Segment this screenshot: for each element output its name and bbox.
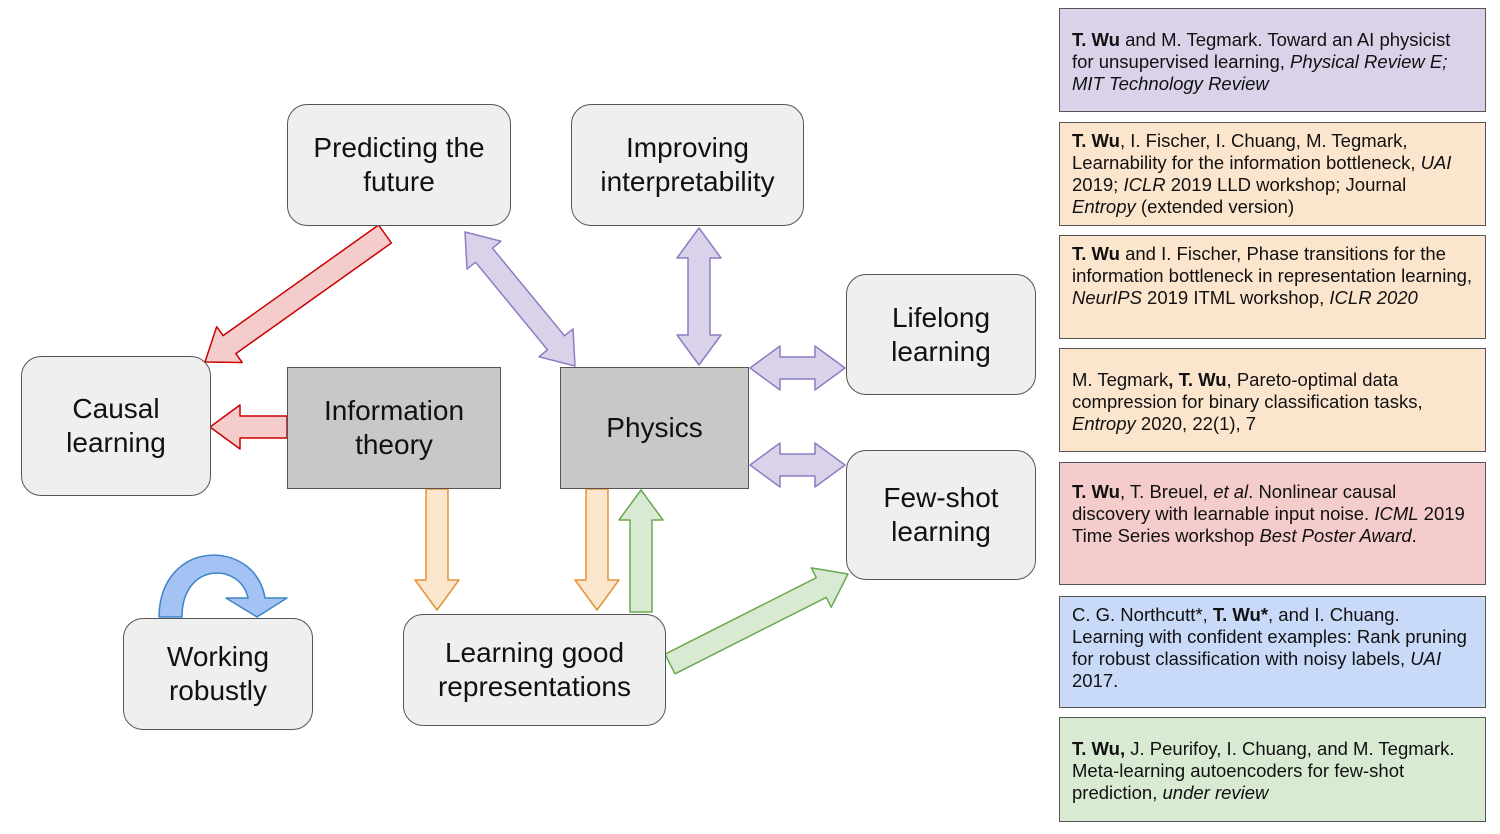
reference-text: 2019 Time Series workshop <box>1072 503 1465 546</box>
reference-text: , Pareto-optimal data compression for bi… <box>1072 369 1423 412</box>
node-physics[interactable]: Physics <box>560 367 749 489</box>
reference-text: T. Wu <box>1072 243 1120 264</box>
reference-confident-examples: C. G. Northcutt*, T. Wu*, and I. Chuang.… <box>1059 596 1486 708</box>
node-label-line: Causal <box>72 393 160 424</box>
reference-text: T. Wu <box>1072 29 1120 50</box>
node-label-line: learning <box>891 516 991 547</box>
arrow-interpretability-physics <box>676 227 722 366</box>
reference-text: Entropy <box>1072 196 1136 217</box>
node-label-line: learning <box>66 427 166 458</box>
arrow-physics-to-representations <box>574 488 620 611</box>
reference-text: 2017. <box>1072 670 1119 691</box>
node-learning-representations[interactable]: Learning good representations <box>403 614 666 726</box>
reference-text: T. Wu* <box>1212 604 1269 625</box>
reference-text: NeurIPS <box>1072 287 1142 308</box>
reference-text: C. G. Northcutt*, <box>1072 604 1213 625</box>
node-working-robustly[interactable]: Working robustly <box>123 618 313 730</box>
reference-text: , I. Fischer, I. Chuang, M. Tegmark, Lea… <box>1072 130 1421 173</box>
node-label: Lifelong learning <box>891 301 991 369</box>
reference-text: T. Wu <box>1072 130 1120 151</box>
node-few-shot-learning[interactable]: Few-shot learning <box>846 450 1036 580</box>
reference-text: UAI <box>1410 648 1442 669</box>
node-label: Information theory <box>324 394 464 462</box>
reference-text: et al <box>1213 481 1249 502</box>
reference-text: 2019; <box>1072 174 1124 195</box>
node-label-line: Physics <box>606 412 703 443</box>
arrow-information-to-representations <box>414 488 460 611</box>
arrow-information-to-causal <box>209 404 288 450</box>
reference-text: , T. Wu <box>1168 369 1227 390</box>
reference-nonlinear-causal: T. Wu, T. Breuel, et al. Nonlinear causa… <box>1059 462 1486 585</box>
node-label-line: Working <box>166 641 270 672</box>
reference-text: M. Tegmark <box>1072 369 1169 390</box>
node-label-line: Lifelong <box>891 301 991 333</box>
node-label-line: Information <box>323 395 465 426</box>
node-label: Few-shot learning <box>883 481 998 549</box>
node-causal-learning[interactable]: Causal learning <box>21 356 211 496</box>
reference-text: ICLR 2020 <box>1329 287 1418 308</box>
arrow-physics-fewshot <box>749 442 846 488</box>
reference-text: Best Poster Award <box>1259 525 1412 546</box>
reference-text: ICLR <box>1123 174 1166 195</box>
reference-text: 2019 LLD workshop; Journal <box>1165 174 1407 195</box>
node-label: Predicting the future <box>313 131 484 199</box>
node-label-line: learning <box>891 335 991 367</box>
reference-text: . <box>1411 525 1417 546</box>
reference-text: T. Wu, <box>1072 738 1126 759</box>
reference-text: Physical Review E; MIT Technology Review <box>1072 51 1448 94</box>
reference-phase-transitions: T. Wu and I. Fischer, Phase transitions … <box>1059 235 1486 339</box>
node-label: Causal learning <box>66 392 166 460</box>
node-label: Physics <box>606 411 702 445</box>
node-label-line: Learning good <box>444 637 625 668</box>
node-information-theory[interactable]: Information theory <box>287 367 501 489</box>
arrow-robust-loop <box>158 554 288 618</box>
reference-text: 2020, 22(1), 7 <box>1135 413 1257 434</box>
reference-text: Entropy <box>1072 413 1136 434</box>
reference-ai-physicist: T. Wu and M. Tegmark. Toward an AI physi… <box>1059 8 1486 112</box>
arrow-predicting-physics <box>464 231 576 367</box>
reference-text: . Nonlinear causal discovery with learna… <box>1072 481 1397 524</box>
reference-text: , T. Breuel, <box>1119 481 1214 502</box>
reference-text: 2019 ITML workshop, <box>1141 287 1330 308</box>
arrow-representations-to-fewshot <box>664 567 849 675</box>
reference-text: T. Wu <box>1072 481 1120 502</box>
node-label: Working robustly <box>167 640 269 708</box>
node-label-line: robustly <box>168 675 268 706</box>
node-improving-interpretability[interactable]: Improving interpretability <box>571 104 804 226</box>
node-label-line: Few-shot <box>883 482 999 513</box>
node-lifelong-learning[interactable]: Lifelong learning <box>846 274 1036 395</box>
node-label-line: future <box>363 166 435 197</box>
node-label: Learning good representations <box>438 636 631 704</box>
node-label-line: theory <box>355 429 433 460</box>
node-label-line: Predicting the <box>313 132 485 163</box>
reference-text: , and I. Chuang. Learning with confident… <box>1072 604 1467 669</box>
reference-text: and I. Fischer, Phase transitions for th… <box>1072 243 1473 286</box>
reference-text: UAI <box>1420 152 1452 173</box>
arrow-representations-to-physics <box>618 489 664 613</box>
reference-text: (extended version) <box>1135 196 1295 217</box>
node-label-line: Improving <box>626 132 749 163</box>
node-label-line: interpretability <box>600 166 775 197</box>
node-predicting-future[interactable]: Predicting the future <box>287 104 511 226</box>
arrow-predicting-to-causal <box>204 224 393 364</box>
node-label-line: representations <box>437 671 631 702</box>
reference-text: under review <box>1162 782 1269 803</box>
arrow-physics-lifelong <box>749 345 846 391</box>
reference-text: J. Peurifoy, I. Chuang, and M. Tegmark. … <box>1072 738 1455 803</box>
reference-meta-learning: T. Wu, J. Peurifoy, I. Chuang, and M. Te… <box>1059 717 1486 822</box>
reference-text: and M. Tegmark. Toward an AI physicist f… <box>1072 29 1451 72</box>
reference-text: ICML <box>1374 503 1419 524</box>
node-label: Improving interpretability <box>600 131 774 199</box>
diagram-arrows <box>158 224 849 675</box>
reference-pareto-optimal: M. Tegmark, T. Wu, Pareto-optimal data c… <box>1059 348 1486 452</box>
reference-learnability-ib: T. Wu, I. Fischer, I. Chuang, M. Tegmark… <box>1059 122 1486 226</box>
